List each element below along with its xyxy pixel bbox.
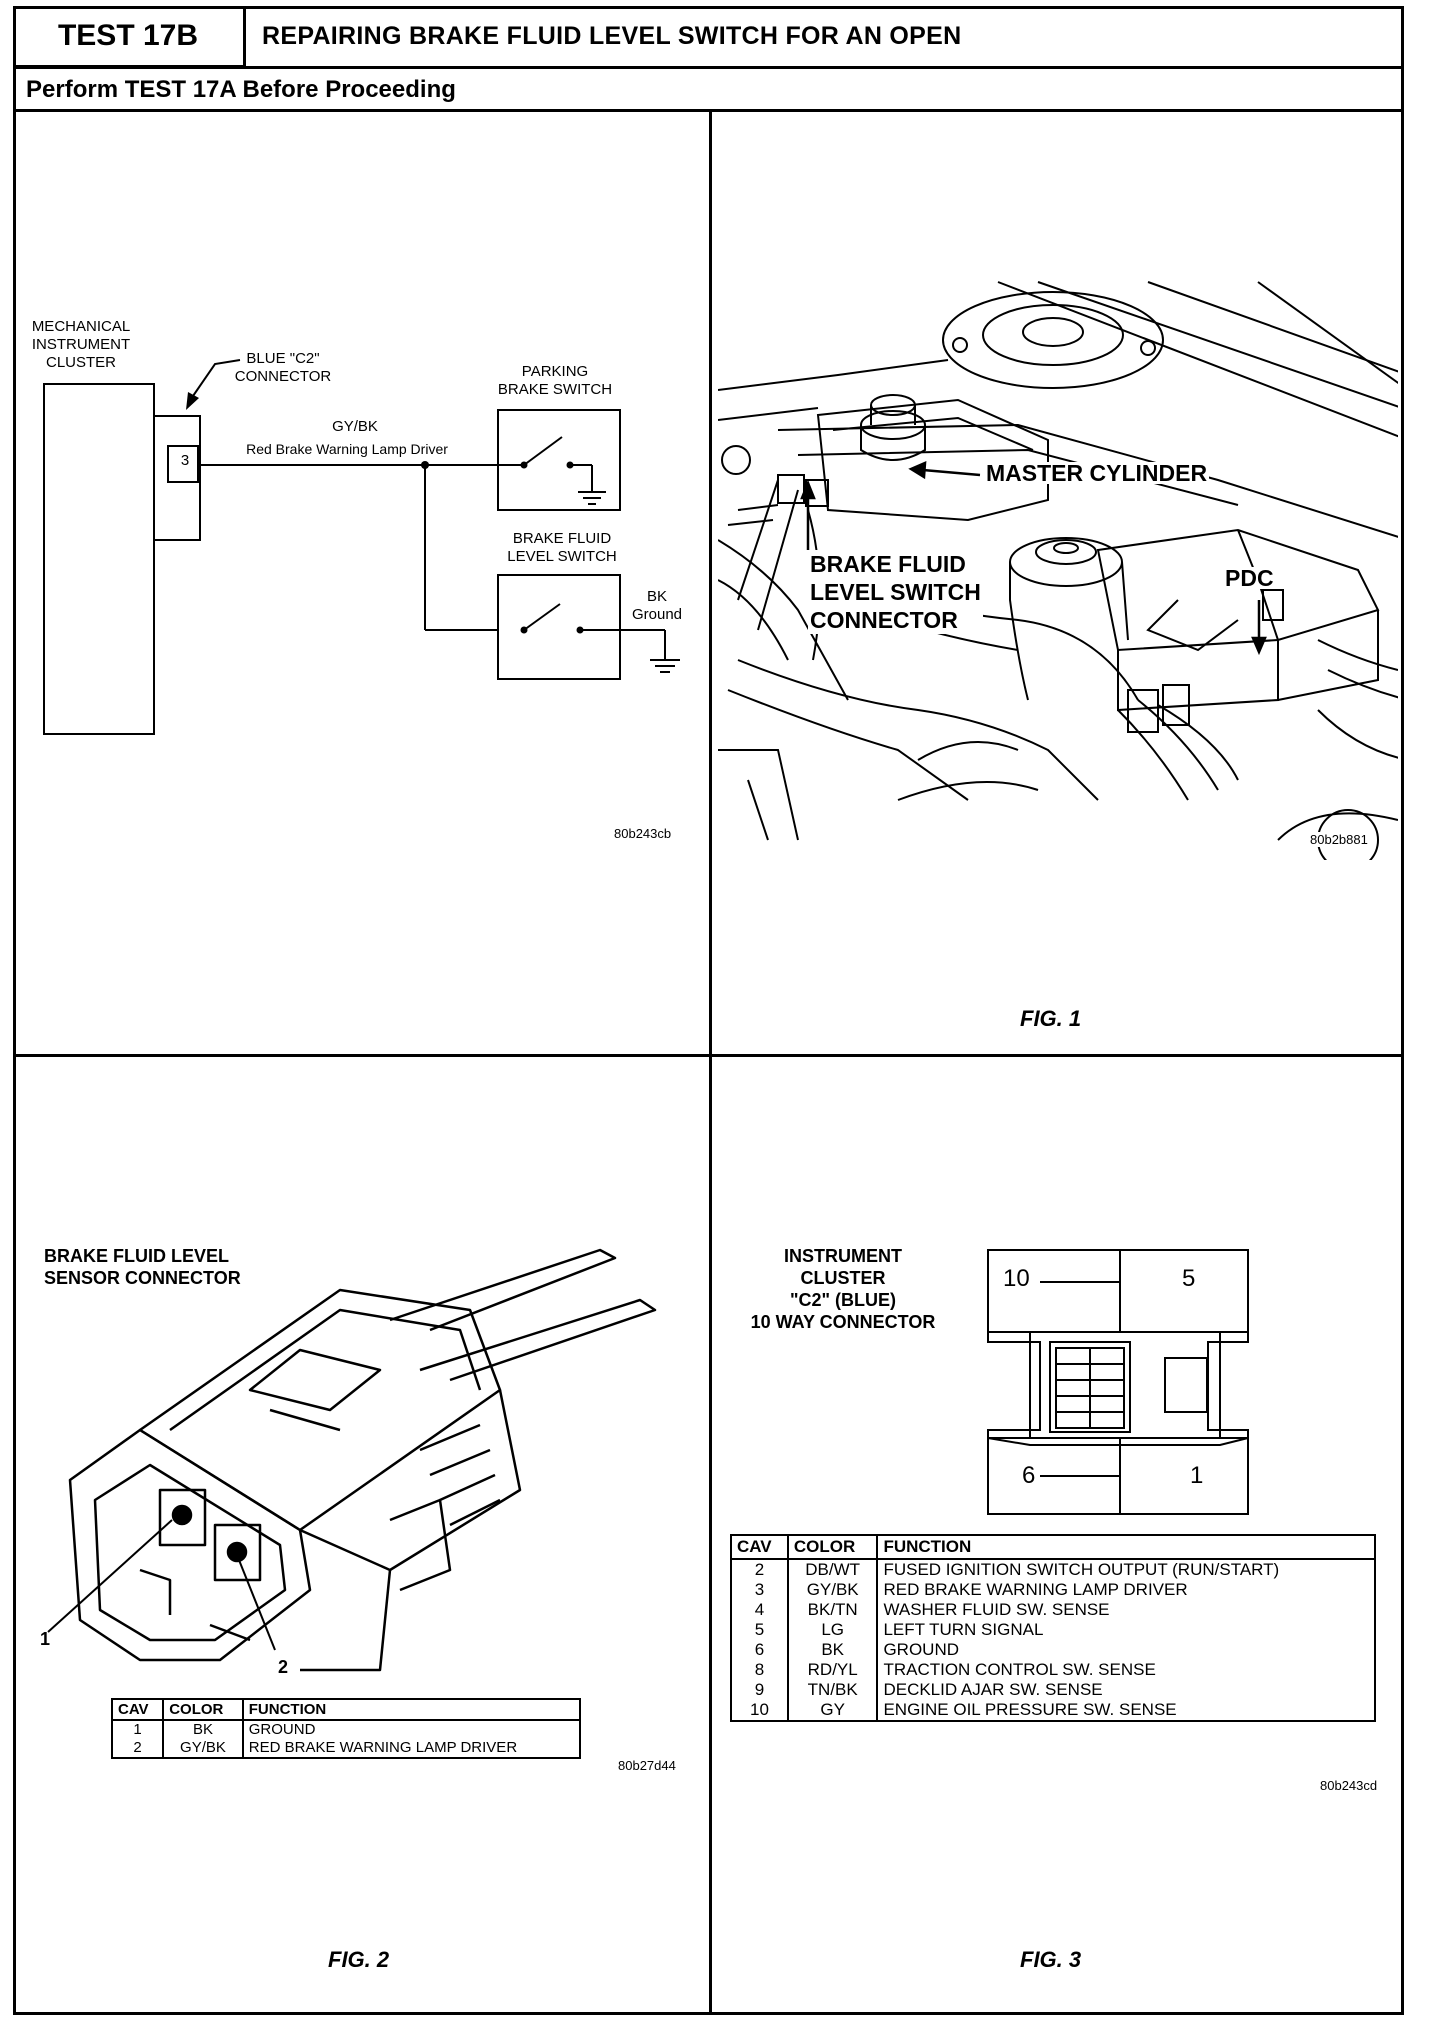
engine-bay-illustration xyxy=(718,281,1398,860)
fluid-switch-label: BRAKE FLUID LEVEL SWITCH xyxy=(507,530,617,565)
row-divider xyxy=(13,1054,1404,1057)
sensor-connector-illustration xyxy=(47,1248,657,1672)
parking-switch-label: PARKING BRAKE SWITCH xyxy=(497,363,613,398)
instrument-cluster-box xyxy=(43,383,155,735)
parking-brake-switch-box xyxy=(497,409,621,511)
callout-switch-connector: BRAKE FLUID LEVEL SWITCH CONNECTOR xyxy=(808,550,983,634)
fluid-level-switch-box xyxy=(497,574,621,680)
fig3-label: FIG. 3 xyxy=(1020,1947,1082,1972)
col-function: FUNCTION xyxy=(876,1534,1376,1560)
wiring-schematic xyxy=(43,359,680,735)
fig3-title: INSTRUMENT CLUSTER "C2" (BLUE) 10 WAY CO… xyxy=(750,1246,936,1332)
ground-label: Ground xyxy=(631,606,683,623)
pin-2-label: 2 xyxy=(278,1657,289,1677)
header-divider xyxy=(13,66,1404,69)
vertical-divider xyxy=(709,109,712,2015)
fig2-title: BRAKE FLUID LEVEL SENSOR CONNECTOR xyxy=(44,1246,241,1288)
table-row: 2 GY/BK RED BRAKE WARNING LAMP DRIVER xyxy=(110,1739,582,1759)
callout-pdc: PDC xyxy=(1223,565,1276,591)
table-row: 1 BK GROUND xyxy=(110,1720,582,1739)
cavity-box xyxy=(167,445,199,483)
ten-way-connector-drawing xyxy=(987,1249,1249,1515)
col-cav: CAV xyxy=(730,1534,789,1560)
fig2-pinout-table: CAV COLOR FUNCTION 1 BK GROUND 2 GY/BK R… xyxy=(110,1698,582,1759)
fig1-code: 80b2b881 xyxy=(1310,832,1368,847)
wire-function: Red Brake Warning Lamp Driver xyxy=(246,441,448,457)
callout-master-cylinder: MASTER CYLINDER xyxy=(984,460,1210,486)
connector-arrow xyxy=(186,392,199,410)
page-frame xyxy=(13,6,1404,2015)
subtitle-divider xyxy=(13,109,1404,112)
c2-connector-box xyxy=(153,415,201,541)
pin-1: 1 xyxy=(1190,1462,1204,1489)
fig3-code: 80b243cd xyxy=(1320,1778,1378,1793)
fig2-label: FIG. 2 xyxy=(328,1947,390,1972)
schematic-code: 80b243cb xyxy=(614,826,672,841)
col-cav: CAV xyxy=(110,1698,165,1721)
wire-color: GY/BK xyxy=(332,418,378,435)
cavity-number: 3 xyxy=(180,452,190,469)
pin-5: 5 xyxy=(1182,1265,1196,1292)
connector-label: BLUE "C2" CONNECTOR xyxy=(234,350,332,385)
ground-color: BK xyxy=(646,588,667,605)
pin-6: 6 xyxy=(1022,1462,1036,1489)
cluster-label: MECHANICAL INSTRUMENT CLUSTER xyxy=(31,318,131,371)
col-color: COLOR xyxy=(162,1698,244,1721)
test-title: REPAIRING BRAKE FLUID LEVEL SWITCH FOR A… xyxy=(262,22,962,50)
test-prerequisite: Perform TEST 17A Before Proceeding xyxy=(26,76,456,103)
col-function: FUNCTION xyxy=(241,1698,582,1721)
fig1-label: FIG. 1 xyxy=(1020,1006,1082,1031)
pin-1-label: 1 xyxy=(40,1629,51,1649)
pin-10: 10 xyxy=(1003,1265,1030,1292)
col-color: COLOR xyxy=(786,1534,879,1560)
fig2-code: 80b27d44 xyxy=(618,1758,676,1773)
